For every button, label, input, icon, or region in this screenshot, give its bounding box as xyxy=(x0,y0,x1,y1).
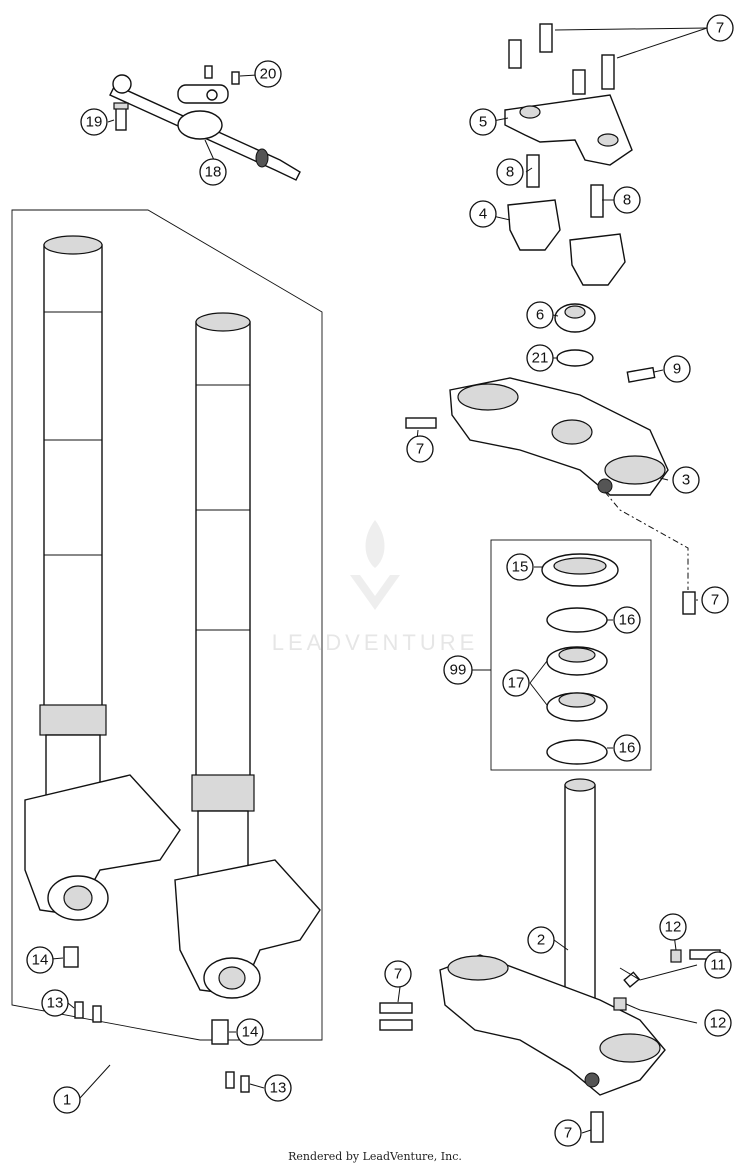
svg-text:8: 8 xyxy=(623,192,631,209)
callout-14-left: 14 xyxy=(26,946,54,974)
fork-group-frame xyxy=(11,209,323,1041)
callout-19: 19 xyxy=(80,108,108,136)
bolts-7-lower[interactable] xyxy=(379,1002,604,1143)
svg-text:17: 17 xyxy=(508,675,525,692)
svg-text:16: 16 xyxy=(619,612,636,629)
callout-9: 9 xyxy=(663,355,691,383)
svg-text:18: 18 xyxy=(205,164,222,181)
svg-text:7: 7 xyxy=(416,441,424,458)
svg-text:99: 99 xyxy=(450,662,467,679)
svg-text:14: 14 xyxy=(242,1024,259,1041)
upper-triple-clamp[interactable] xyxy=(449,377,669,496)
callout-20: 20 xyxy=(254,60,282,88)
svg-text:12: 12 xyxy=(665,919,682,936)
callout-16-top: 16 xyxy=(613,606,641,634)
callout-7-top: 7 xyxy=(706,14,734,42)
svg-text:7: 7 xyxy=(716,20,724,37)
handlebar-clamp-top[interactable] xyxy=(504,94,633,166)
svg-text:13: 13 xyxy=(270,1080,287,1097)
callout-7-lower: 7 xyxy=(384,960,412,988)
callout-7-bottom: 7 xyxy=(554,1119,582,1147)
caps-14[interactable] xyxy=(63,946,229,1045)
svg-text:2: 2 xyxy=(537,932,545,949)
bearing-kit-parts[interactable] xyxy=(541,553,619,765)
steering-damper[interactable] xyxy=(109,74,301,181)
screw-7-left[interactable] xyxy=(405,417,437,429)
svg-text:4: 4 xyxy=(479,206,487,223)
callout-7-left: 7 xyxy=(406,435,434,463)
bolts-7-top[interactable] xyxy=(508,23,615,95)
bolts-8[interactable] xyxy=(526,154,604,218)
screws-20[interactable] xyxy=(204,65,240,85)
svg-text:8: 8 xyxy=(506,164,514,181)
washer-21[interactable] xyxy=(556,349,594,367)
steering-stem-nut[interactable] xyxy=(554,303,596,333)
callout-14-right: 14 xyxy=(236,1018,264,1046)
callout-4: 4 xyxy=(469,200,497,228)
svg-text:15: 15 xyxy=(512,559,529,576)
svg-text:7: 7 xyxy=(711,592,719,609)
handlebar-clamp-lower[interactable] xyxy=(507,199,626,286)
callout-2: 2 xyxy=(527,926,555,954)
callout-13-left: 13 xyxy=(41,989,69,1017)
callout-11: 11 xyxy=(704,951,732,979)
svg-text:7: 7 xyxy=(564,1125,572,1142)
svg-text:1: 1 xyxy=(63,1092,71,1109)
left-fork-leg[interactable] xyxy=(24,235,181,921)
callout-3: 3 xyxy=(672,466,700,494)
assembly-line-3-7 xyxy=(604,491,689,590)
callout-8-right: 8 xyxy=(613,186,641,214)
callout-17: 17 xyxy=(502,669,530,697)
callout-1: 1 xyxy=(53,1086,81,1114)
callout-13-right: 13 xyxy=(264,1074,292,1102)
bolt-7-right[interactable] xyxy=(682,591,696,615)
svg-text:6: 6 xyxy=(536,307,544,324)
lower-triple-clamp-stem[interactable] xyxy=(439,778,666,1096)
callout-18: 18 xyxy=(199,158,227,186)
screw-9[interactable] xyxy=(626,366,656,383)
svg-text:16: 16 xyxy=(619,740,636,757)
svg-text:21: 21 xyxy=(532,350,549,367)
callout-8-left: 8 xyxy=(496,158,524,186)
svg-text:20: 20 xyxy=(260,66,277,83)
footer-credit: Rendered by LeadVenture, Inc. xyxy=(288,1150,462,1163)
callout-12-top: 12 xyxy=(659,913,687,941)
svg-text:19: 19 xyxy=(86,114,103,131)
svg-text:3: 3 xyxy=(682,472,690,489)
svg-text:14: 14 xyxy=(32,952,49,969)
bolt-19[interactable] xyxy=(113,102,129,131)
callout-5: 5 xyxy=(469,108,497,136)
svg-text:11: 11 xyxy=(710,957,726,974)
callout-12-bottom: 12 xyxy=(704,1009,732,1037)
svg-text:5: 5 xyxy=(479,114,487,131)
svg-text:9: 9 xyxy=(673,361,681,378)
callout-21: 21 xyxy=(526,344,554,372)
svg-text:12: 12 xyxy=(710,1015,727,1032)
callout-6: 6 xyxy=(526,301,554,329)
callout-15: 15 xyxy=(506,553,534,581)
svg-text:13: 13 xyxy=(47,995,64,1012)
svg-text:7: 7 xyxy=(394,966,402,983)
watermark: LEADVENTURE xyxy=(271,630,479,655)
callout-7-right: 7 xyxy=(701,586,729,614)
callout-99: 99 xyxy=(443,655,473,685)
callout-16-bottom: 16 xyxy=(613,734,641,762)
screws-13[interactable] xyxy=(74,1001,250,1093)
right-fork-leg[interactable] xyxy=(174,312,321,999)
watermark-logo xyxy=(350,520,400,610)
bearing-kit-frame xyxy=(490,539,652,771)
